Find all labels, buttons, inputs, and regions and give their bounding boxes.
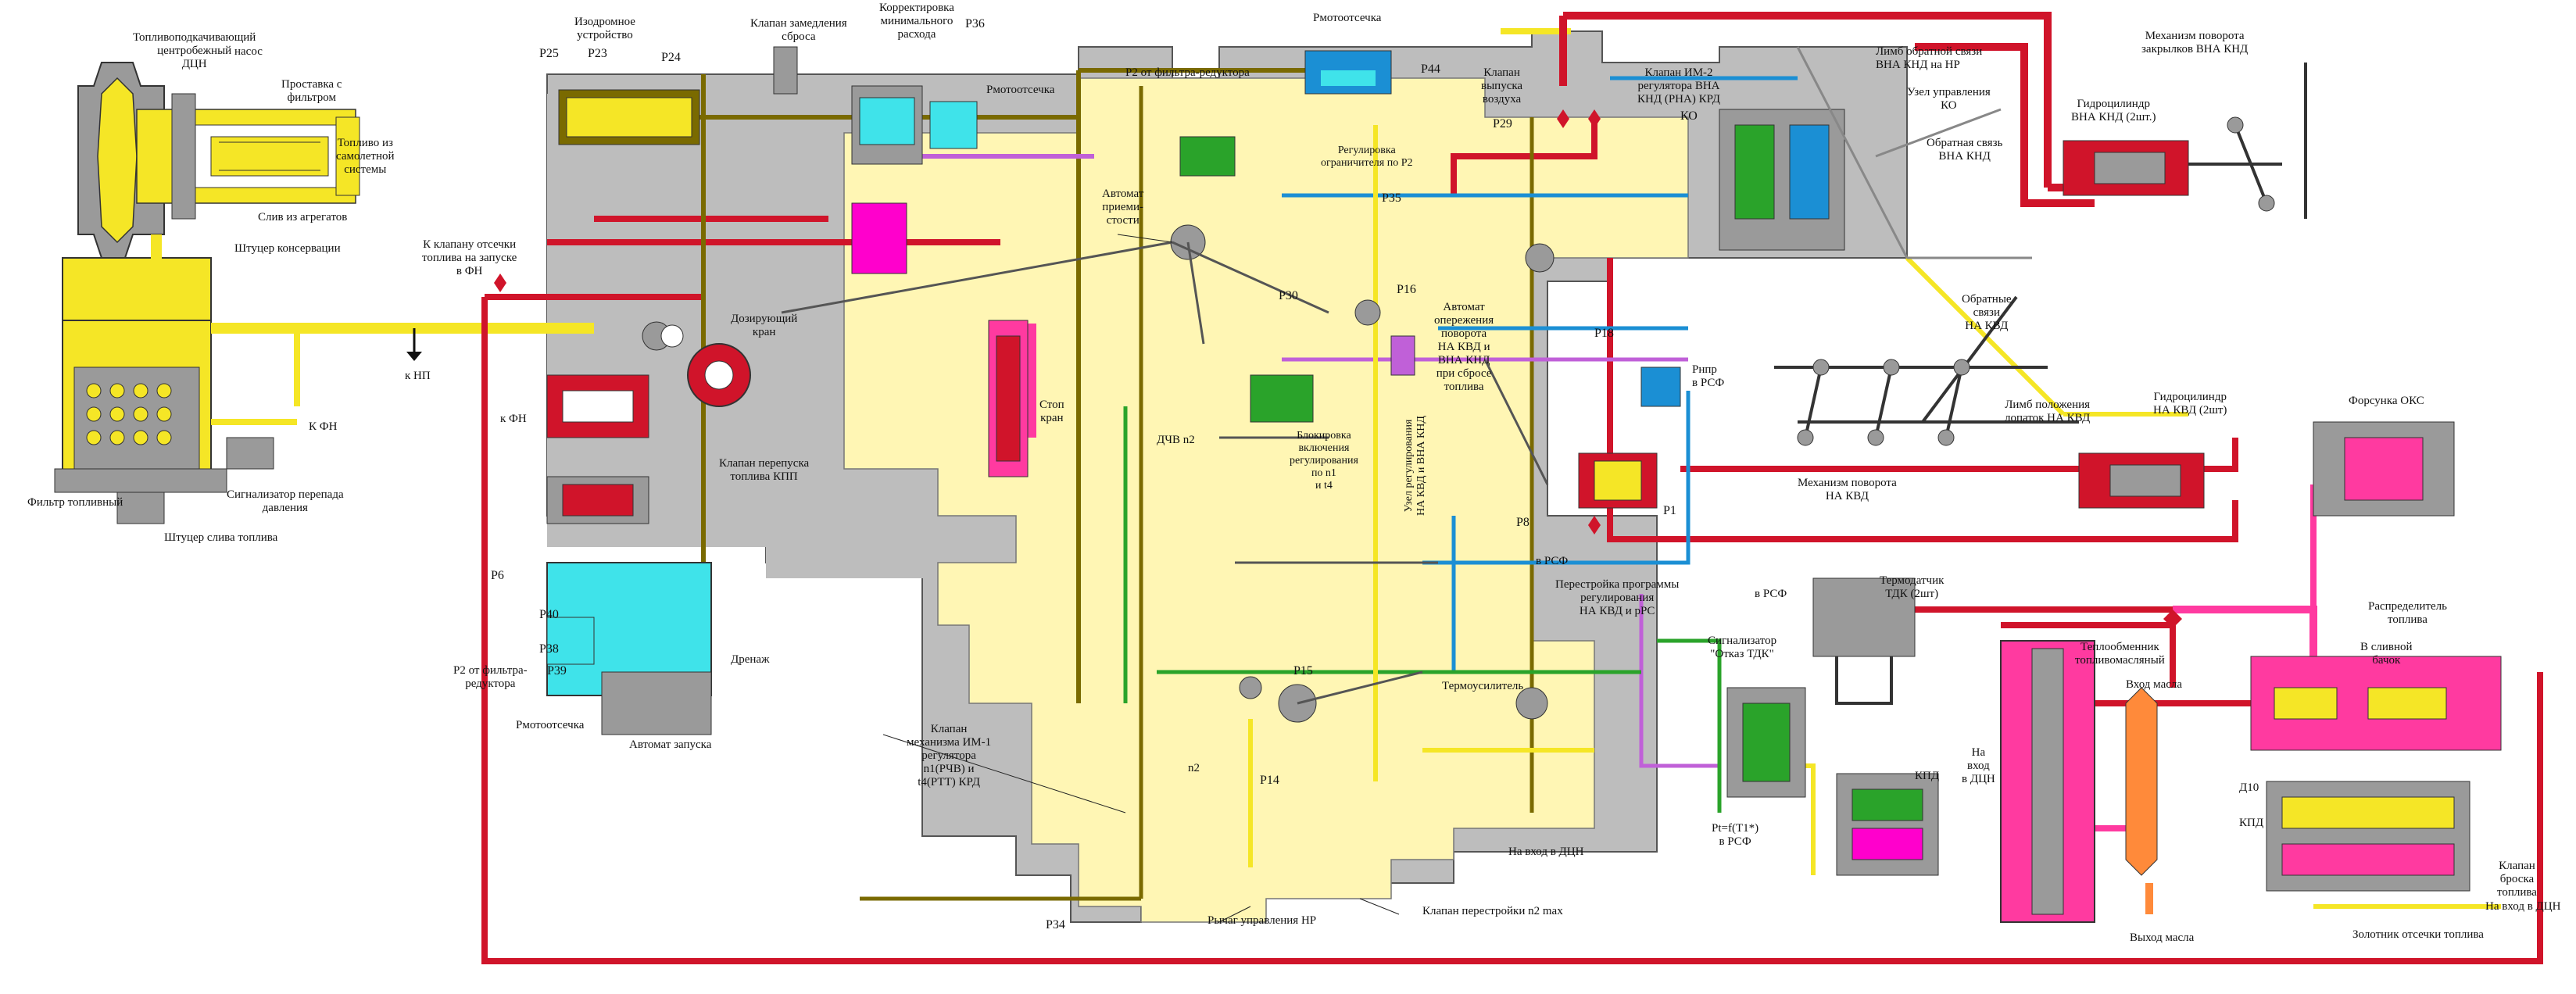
regulator-body <box>843 77 1689 923</box>
markers <box>494 109 2182 628</box>
components <box>546 46 2502 923</box>
dcn-pump <box>77 62 360 259</box>
fuel-filter <box>54 234 274 524</box>
